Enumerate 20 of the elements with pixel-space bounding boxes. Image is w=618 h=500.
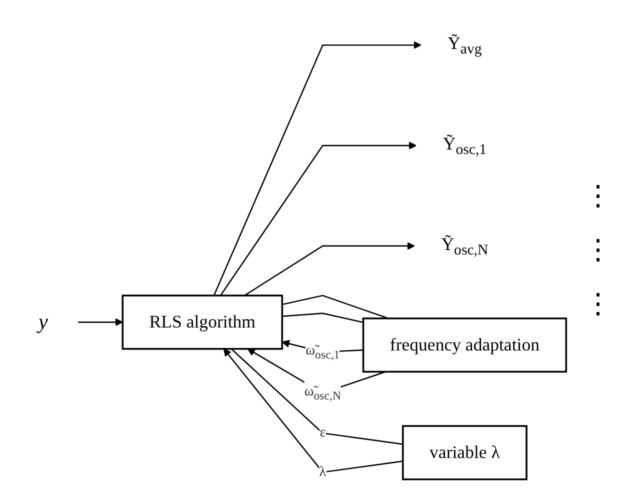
edge-label: ε <box>320 425 326 440</box>
arrow <box>244 242 415 296</box>
ellipsis-mark: ⋮ <box>584 180 612 213</box>
edge-label: ω̃$_{osc,1}$ <box>306 343 340 361</box>
edge-label: λ <box>319 464 326 480</box>
ellipsis-mark: ⋮ <box>584 288 612 321</box>
connector <box>282 294 389 320</box>
node-box: variable λ <box>402 425 528 480</box>
edge-label: ω̃$_{osc,N}$ <box>304 384 342 402</box>
arrow <box>78 318 123 326</box>
arrow <box>213 41 422 296</box>
arrow <box>220 142 417 296</box>
node-box: frequency adaptation <box>362 318 568 373</box>
connector <box>282 312 364 324</box>
node-text: y <box>38 310 48 334</box>
node-text: Ỹ$_{osc,N}$ <box>441 234 488 258</box>
ellipsis-mark: ⋮ <box>584 234 612 267</box>
node-text: Ỹ$_{osc,1}$ <box>442 134 487 158</box>
node-text: Ỹ$_{avg}$ <box>448 34 482 58</box>
node-box: RLS algorithm <box>122 294 284 350</box>
